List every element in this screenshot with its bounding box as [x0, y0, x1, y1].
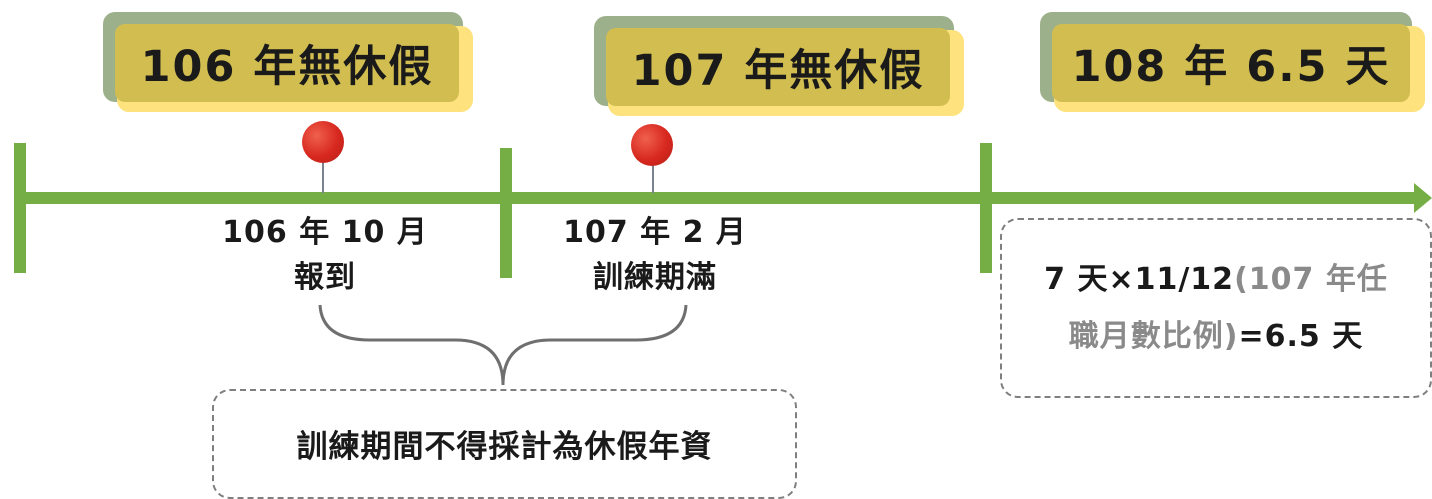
event-label-106: 106 年 10 月 報到: [195, 210, 455, 300]
calc-line-1: 7 天×11/12(107 年任: [1044, 251, 1388, 308]
year-card-107: 107 年無休假: [594, 16, 964, 116]
timeline-tick-middle: [500, 148, 512, 278]
calc-formula: 7 天×11/12: [1044, 262, 1235, 297]
training-note-text: 訓練期間不得採計為休假年資: [296, 429, 713, 465]
event-label-107: 107 年 2 月 訓練期滿: [530, 210, 780, 300]
training-note-box: 訓練期間不得採計為休假年資: [212, 389, 797, 499]
event-text: 訓練期滿: [593, 260, 717, 295]
calculation-box: 7 天×11/12(107 年任 職月數比例)=6.5 天: [1000, 218, 1432, 398]
year-card-106: 106 年無休假: [103, 12, 473, 112]
event-date: 106 年 10 月: [222, 215, 428, 250]
event-date: 107 年 2 月: [563, 215, 747, 250]
curly-brace: [318, 304, 688, 386]
year-card-107-label: 107 年無休假: [606, 28, 950, 106]
pin-stem: [652, 150, 654, 193]
event-pin-106: [302, 121, 344, 163]
timeline-tick-end: [980, 143, 992, 273]
year-card-106-label: 106 年無休假: [115, 24, 459, 102]
calc-result: =6.5 天: [1238, 319, 1364, 354]
year-card-108: 108 年 6.5 天: [1040, 12, 1425, 112]
timeline-tick-start: [14, 143, 26, 273]
calc-ratio-open: (107 年任: [1234, 262, 1388, 297]
timeline: [14, 143, 1432, 386]
pin-stem: [322, 150, 324, 193]
calc-ratio-close: 職月數比例): [1068, 319, 1239, 354]
timeline-arrow-head: [1414, 183, 1432, 213]
event-text: 報到: [294, 260, 356, 295]
calc-line-2: 職月數比例)=6.5 天: [1069, 308, 1363, 365]
event-pin-107: [631, 124, 673, 166]
year-card-108-label: 108 年 6.5 天: [1052, 24, 1410, 102]
